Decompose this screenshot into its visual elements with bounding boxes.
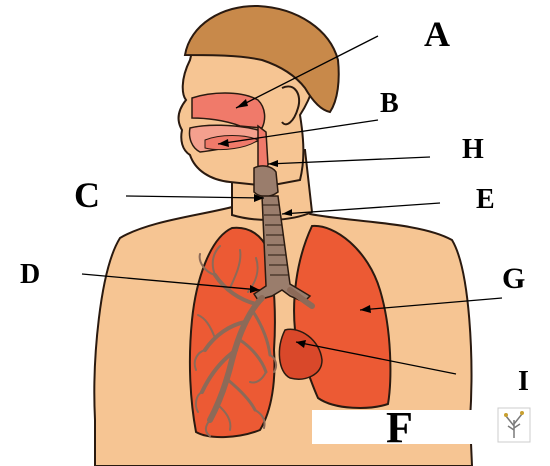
heart — [278, 328, 323, 380]
pointer-B — [217, 119, 379, 145]
hair — [183, 4, 340, 114]
pointer-arrowheads — [218, 99, 371, 348]
pointer-E — [281, 202, 441, 215]
label-A: A — [424, 14, 450, 54]
bronchial-tree — [193, 245, 278, 437]
pointer-I — [295, 341, 457, 375]
ear — [281, 85, 301, 126]
label-G: G — [502, 262, 525, 295]
trachea — [252, 195, 312, 303]
pointer-A — [235, 35, 379, 109]
label-B: B — [380, 88, 399, 119]
label-E: E — [476, 184, 495, 215]
pointer-D — [81, 273, 261, 291]
pharynx — [257, 124, 269, 173]
trachea-rings — [263, 204, 288, 276]
label-C: C — [74, 175, 100, 215]
label-H: H — [462, 134, 484, 165]
label-F: F — [386, 403, 413, 452]
pointer-C — [125, 195, 265, 199]
tree-logo-icon — [497, 407, 531, 443]
pointer-H — [267, 156, 431, 165]
answer-box — [312, 410, 490, 444]
label-I: I — [518, 366, 529, 397]
label-D: D — [20, 259, 40, 290]
pointer-G — [359, 297, 503, 311]
pointer-lines — [81, 35, 503, 375]
left-bronchus — [287, 287, 315, 309]
larynx — [253, 165, 279, 198]
